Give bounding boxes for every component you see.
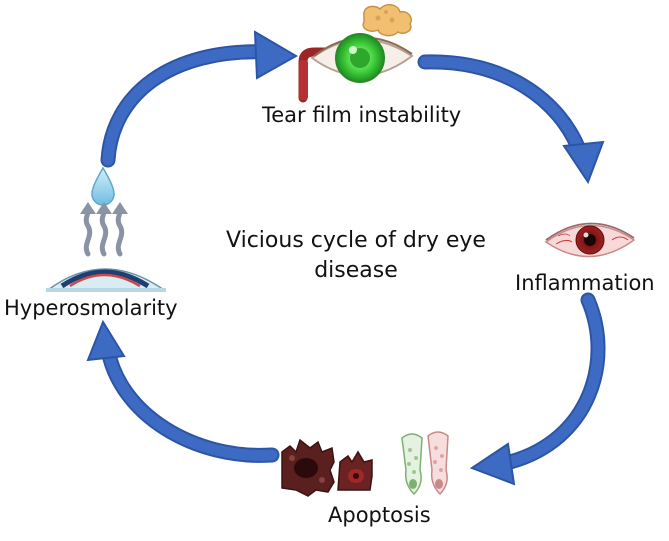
arrow-inflammation-to-apoptosis — [469, 292, 606, 486]
tear-film-eye-icon — [298, 4, 414, 103]
tear-film-instability-label: Tear film instability — [262, 103, 462, 127]
healthy-cell-green-icon — [401, 433, 423, 496]
hyperosmolarity-label: Hyperosmolarity — [4, 296, 178, 320]
healthy-cell-pink-icon — [427, 431, 449, 496]
arrow-hyper-to-tear — [100, 30, 299, 168]
lacrimal-duct-icon — [298, 47, 337, 103]
diagram-center-title: Vicious cycle of dry eye disease — [226, 228, 486, 283]
tear-drop-icon — [91, 166, 115, 206]
arrow-apoptosis-to-hyper — [86, 319, 280, 463]
apoptosis-cells-icon — [281, 431, 449, 497]
vapor-arrows-icon — [83, 209, 125, 257]
gland-icon — [362, 4, 412, 37]
cornea-icon — [45, 268, 167, 292]
inflammation-label: Inflammation — [515, 271, 655, 295]
hyperosmolarity-icon — [45, 166, 167, 292]
dying-cell-small-icon — [337, 450, 373, 491]
arrow-tear-to-inflammation — [417, 54, 605, 185]
apoptosis-label: Apoptosis — [328, 503, 431, 527]
inflamed-eye-icon — [544, 222, 636, 258]
dying-cell-large-icon — [281, 438, 335, 497]
